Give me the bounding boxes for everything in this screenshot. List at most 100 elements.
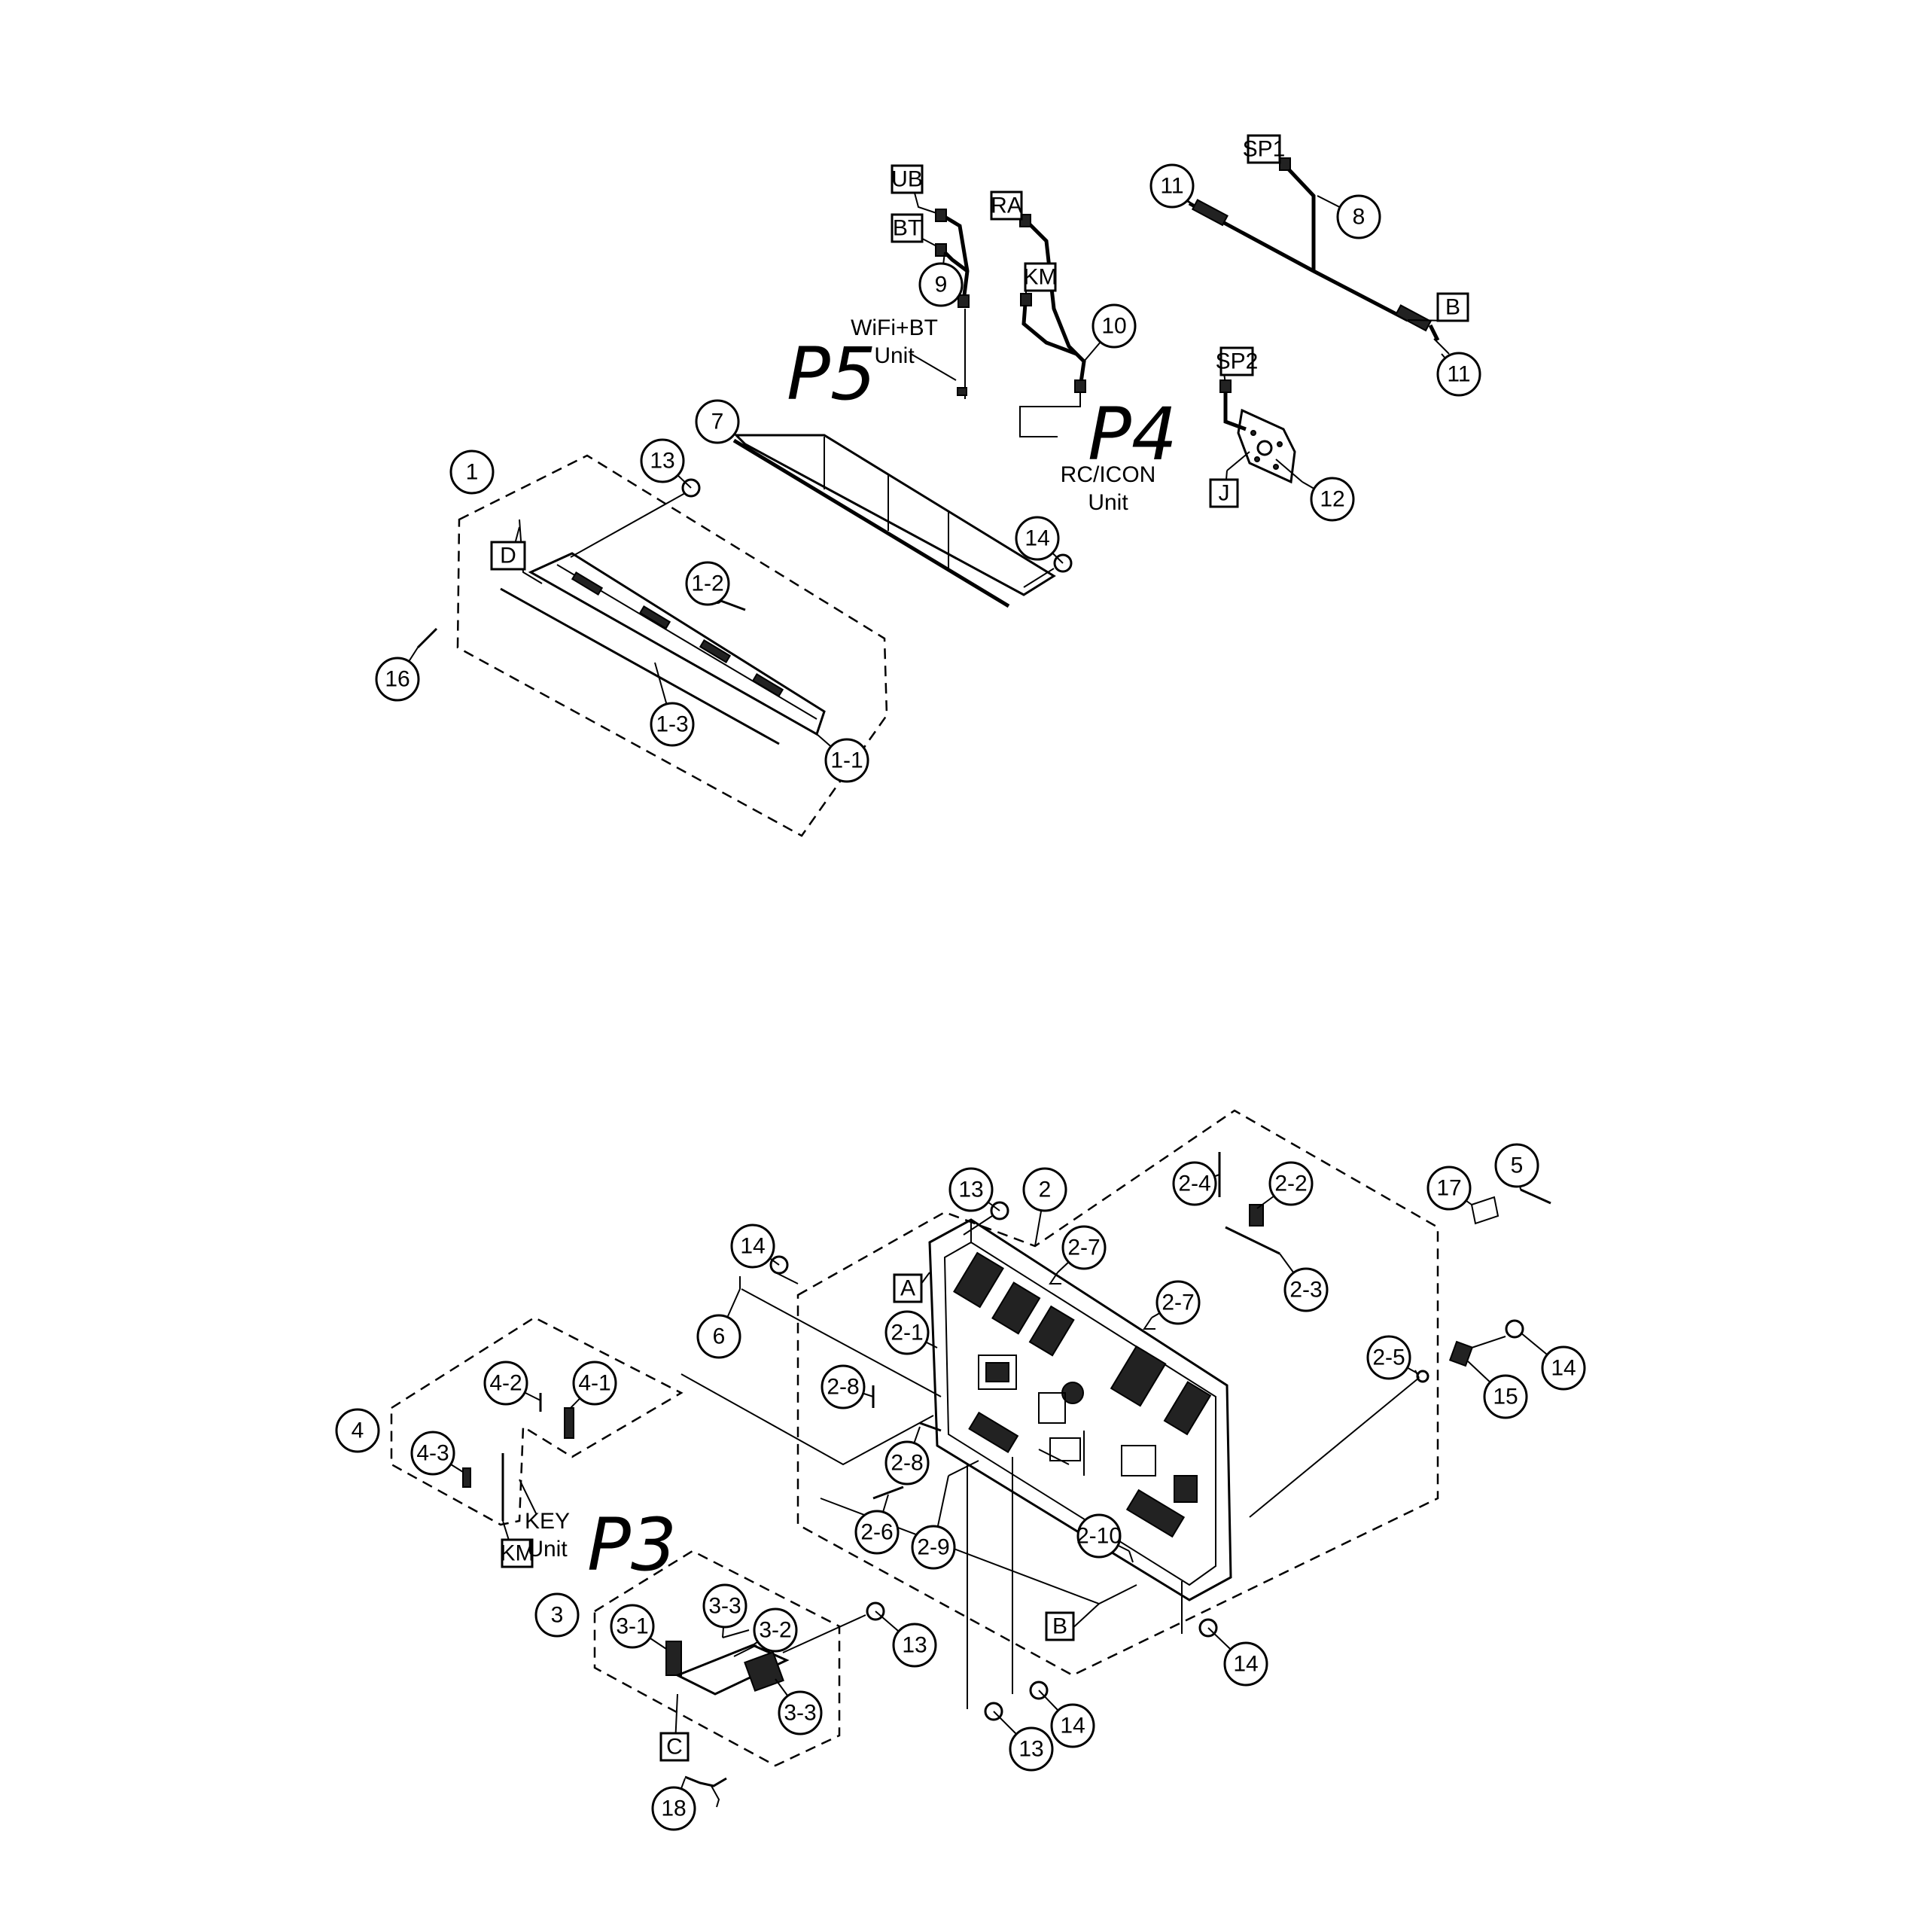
box-label-bJ: J: [1209, 478, 1239, 508]
callout-c4-3: 4-3: [410, 1431, 455, 1476]
leader-wifi: [910, 353, 957, 381]
box-label-code: J: [1219, 481, 1230, 506]
callout-c1-3: 1-3: [650, 702, 695, 747]
page-label-p3: P3: [587, 1503, 677, 1587]
callout-number: 2-8: [891, 1451, 923, 1476]
callout-c13d: 13: [1009, 1726, 1054, 1772]
box-label-bBT: BT: [891, 213, 924, 243]
box-label-code: BT: [893, 216, 921, 241]
assembly-3-outline: [593, 1550, 841, 1767]
callout-number: 13: [902, 1633, 927, 1658]
key-unit-label-line2: Unit: [527, 1537, 568, 1562]
box-label-frame: [490, 541, 526, 571]
callout-circle: [821, 1364, 866, 1409]
box-label-frame: [891, 164, 924, 194]
callout-circle: [1155, 1280, 1201, 1325]
callout-c4-1: 4-1: [572, 1361, 617, 1406]
callout-c6: 6: [696, 1314, 741, 1359]
part-1-3-strip: [500, 587, 780, 745]
callout-number: 3: [551, 1603, 564, 1628]
cable-routing-a: [680, 1373, 934, 1466]
part-15: [1448, 1340, 1474, 1367]
callout-number: 1: [466, 460, 479, 485]
callout-c1-2: 1-2: [685, 561, 730, 606]
callout-circle: [1149, 163, 1195, 209]
box-label-frame: [893, 1273, 923, 1303]
part-2-6: [872, 1486, 904, 1500]
callout-number: 3-2: [759, 1618, 791, 1643]
callout-number: 2-4: [1178, 1172, 1210, 1196]
callout-c2-10: 2-10: [1076, 1513, 1122, 1559]
callout-number: 1-3: [656, 712, 688, 737]
screw-14-lower-left: [769, 1255, 799, 1284]
cable-10: [1006, 199, 1086, 437]
callout-number: 14: [740, 1234, 765, 1259]
callout-circle: [911, 1525, 956, 1570]
callout-number: 7: [711, 410, 724, 434]
callout-circle: [695, 399, 740, 444]
box-label-frame: [990, 190, 1023, 221]
callout-circle: [1061, 1225, 1107, 1270]
callout-number: 2-6: [860, 1520, 893, 1545]
callout-circle: [572, 1361, 617, 1406]
box-label-bRA: RA: [990, 190, 1023, 221]
callout-circle: [534, 1592, 580, 1638]
callout-c5: 5: [1494, 1143, 1539, 1188]
callout-circle: [610, 1604, 655, 1649]
callout-c3-2: 3-2: [753, 1607, 798, 1653]
callout-number: 14: [1060, 1714, 1085, 1738]
callout-c2-9: 2-9: [911, 1525, 956, 1570]
box-label-code: B: [1445, 295, 1460, 320]
part-2-7-a: [1049, 1272, 1061, 1284]
callout-number: 2-8: [827, 1375, 859, 1400]
callout-circle: [1172, 1161, 1217, 1206]
box-label-code: D: [500, 544, 516, 568]
callout-number: 8: [1353, 205, 1366, 230]
callout-c4-2: 4-2: [483, 1361, 528, 1406]
callout-c2-6: 2-6: [854, 1510, 900, 1555]
callout-c14d: 14: [1223, 1641, 1268, 1687]
callout-c10: 10: [1092, 303, 1137, 349]
callout-number: 4-3: [416, 1441, 449, 1466]
part-5: [1520, 1188, 1551, 1205]
box-label-code: C: [666, 1735, 683, 1760]
callout-c3-1: 3-1: [610, 1604, 655, 1649]
callout-c14e: 14: [1050, 1703, 1095, 1748]
callout-circle: [1283, 1267, 1329, 1312]
box-label-frame: [1024, 262, 1057, 292]
callout-number: 2-1: [891, 1321, 923, 1345]
callout-circle: [753, 1607, 798, 1653]
box-label-bB2: B: [1045, 1611, 1075, 1641]
part-2-10: [1128, 1550, 1134, 1563]
part-12-plate: [1219, 367, 1303, 484]
callout-number: 4-2: [489, 1371, 522, 1396]
box-label-bB1: B: [1436, 292, 1469, 322]
part-16: [416, 627, 438, 649]
callout-circle: [410, 1431, 455, 1476]
callout-number: 1-2: [691, 571, 723, 596]
callout-circle: [892, 1623, 937, 1668]
part-2-8-b: [919, 1422, 942, 1432]
box-label-bSP1: SP1: [1243, 134, 1285, 164]
part-6-line: [739, 1276, 942, 1397]
screw-13-upper: [570, 478, 701, 558]
callout-circle: [1009, 1726, 1054, 1772]
callout-number: 2: [1039, 1178, 1052, 1202]
callout-number: 13: [650, 449, 674, 474]
callout-circle: [1494, 1143, 1539, 1188]
callout-c14b: 14: [730, 1223, 775, 1269]
callout-c11b: 11: [1436, 352, 1481, 397]
callout-c9: 9: [918, 262, 964, 307]
callout-circle: [640, 438, 685, 483]
callout-number: 10: [1101, 314, 1126, 339]
callout-circle: [335, 1408, 380, 1453]
callout-number: 15: [1493, 1385, 1518, 1409]
callout-circle: [1022, 1167, 1067, 1212]
callout-circle: [702, 1583, 747, 1629]
box-label-code: RA: [991, 194, 1022, 218]
cable-routing-c: [1249, 1377, 1420, 1518]
callout-number: 3-3: [708, 1594, 741, 1619]
box-label-bC: C: [659, 1732, 690, 1762]
part-4-3: [462, 1467, 471, 1488]
page-label-p4: P4: [1088, 392, 1177, 477]
